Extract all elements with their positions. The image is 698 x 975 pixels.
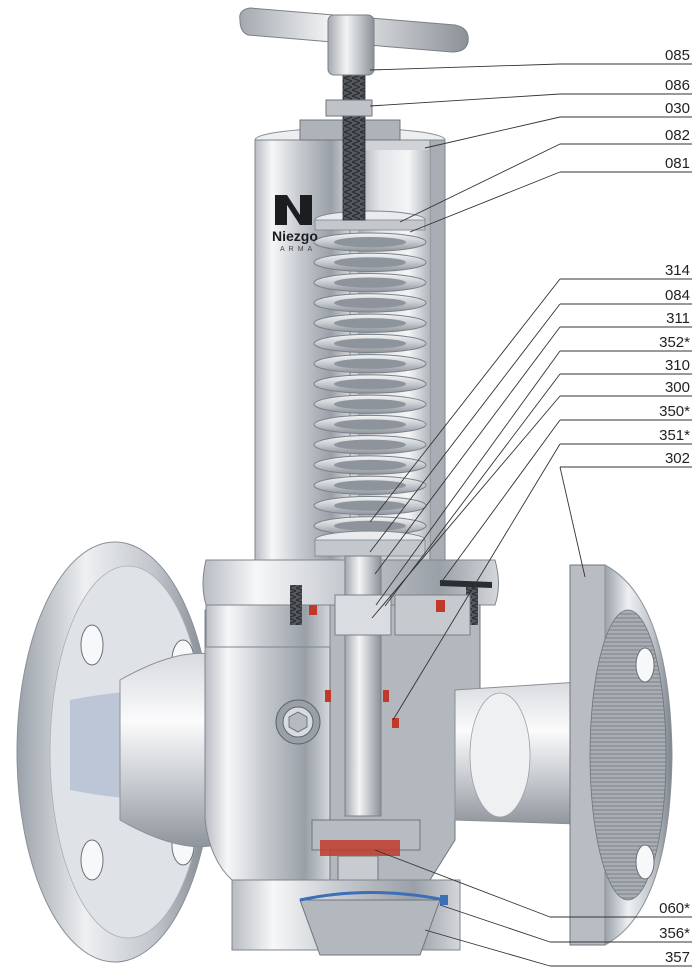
callout-bottom-gasket: 356* bbox=[439, 904, 692, 943]
guide-bushing bbox=[394, 594, 471, 636]
callout-label: 351* bbox=[659, 427, 690, 444]
callout-spring: 081 bbox=[409, 155, 692, 233]
hex-plug bbox=[275, 699, 321, 745]
callout-label: 085 bbox=[665, 47, 690, 64]
spring-coil-inner bbox=[334, 399, 406, 410]
locknut bbox=[325, 99, 373, 117]
callout-label: 352* bbox=[659, 334, 690, 351]
callout-lower-spring-plate: 314 bbox=[369, 262, 692, 523]
callout-label: 084 bbox=[665, 287, 690, 304]
callout-leader bbox=[424, 116, 561, 149]
outlet-bore bbox=[469, 692, 531, 818]
callout-disc: 060* bbox=[374, 849, 692, 918]
callout-leader bbox=[369, 93, 561, 107]
callout-bonnet: 030 bbox=[424, 100, 692, 149]
outlet-flange bbox=[569, 564, 673, 946]
upper-spring-plate-edge bbox=[314, 219, 426, 231]
callout-locknut: 086 bbox=[369, 77, 692, 107]
callout-label: 311 bbox=[666, 310, 690, 327]
callout-label: 082 bbox=[665, 127, 690, 144]
logo-subname: ARMA bbox=[280, 246, 317, 253]
callout-label: 300 bbox=[665, 379, 690, 396]
spring-coil-inner bbox=[334, 439, 406, 450]
spring-coil-inner bbox=[334, 257, 406, 268]
bottom-plug bbox=[231, 879, 461, 956]
callout-leader bbox=[374, 326, 561, 575]
spring-coil-inner bbox=[334, 358, 406, 369]
collar-thread-left bbox=[290, 585, 302, 625]
callout-handwheel-spindle: 085 bbox=[369, 47, 692, 71]
callout-label: 356* bbox=[659, 925, 690, 942]
callout-outlet-flange: 302 bbox=[559, 450, 692, 578]
callout-piston: 310 bbox=[384, 357, 692, 607]
piston bbox=[334, 594, 392, 636]
spring-coil-inner bbox=[334, 237, 406, 248]
callout-leader bbox=[409, 171, 561, 233]
callout-layer: 085 086 030 082 081 314 084 311 352* 310 300 350* 35… bbox=[369, 47, 692, 967]
callout-spindle-guide: 084 bbox=[369, 287, 692, 553]
spring-coil-inner bbox=[334, 297, 406, 309]
callout-label: 081 bbox=[665, 155, 690, 172]
logo bbox=[275, 195, 312, 225]
spring-coil-inner bbox=[334, 520, 406, 531]
spring-coil-inner bbox=[334, 500, 406, 511]
callout-leader bbox=[384, 373, 561, 607]
logo-text: Niezgo bbox=[272, 228, 318, 244]
callout-leader bbox=[439, 419, 561, 585]
callout-bottom-plug: 357 bbox=[424, 929, 692, 967]
callout-leader bbox=[374, 849, 551, 918]
callout-body-gasket: 350* bbox=[439, 403, 692, 585]
callout-label: 030 bbox=[665, 100, 690, 117]
callout-label: 086 bbox=[665, 77, 690, 94]
callout-spindle: 311 bbox=[374, 310, 692, 575]
callout-leader bbox=[369, 278, 561, 523]
callout-leader bbox=[424, 929, 551, 967]
threaded-spindle bbox=[342, 69, 366, 221]
spring-coil-inner bbox=[334, 318, 406, 329]
callout-leader bbox=[399, 143, 561, 223]
callout-leader bbox=[375, 350, 561, 606]
spring-coil-inner bbox=[334, 419, 406, 430]
callout-o-ring: 351* bbox=[392, 427, 692, 721]
callout-leader bbox=[559, 466, 586, 578]
callout-upper-spring-plate: 082 bbox=[399, 127, 692, 223]
spring-coil-inner bbox=[334, 338, 406, 349]
callout-label: 350* bbox=[659, 403, 690, 420]
spring bbox=[313, 232, 427, 536]
logo-subtext: ARMA bbox=[280, 246, 316, 253]
lower-spring-plate-edge bbox=[314, 539, 426, 557]
callout-leader bbox=[369, 303, 561, 553]
spring-coil-inner bbox=[334, 459, 406, 471]
callout-leader bbox=[439, 904, 551, 943]
callout-label: 310 bbox=[665, 357, 690, 374]
logo-name: Niezgo bbox=[272, 228, 318, 244]
spring-coil-inner bbox=[334, 277, 406, 288]
spring-coil-inner bbox=[334, 480, 406, 491]
callout-leader bbox=[369, 63, 561, 71]
t-handle bbox=[239, 7, 469, 76]
callout-leader bbox=[371, 395, 561, 619]
callout-leader bbox=[392, 443, 561, 721]
callout-guide-bushing: 300 bbox=[371, 379, 692, 619]
callout-label: 314 bbox=[665, 262, 690, 279]
callout-label: 060* bbox=[659, 900, 690, 917]
seals bbox=[309, 580, 492, 728]
callout-label: 357 bbox=[665, 949, 690, 966]
callout-label: 302 bbox=[665, 450, 690, 467]
callout-spindle-seal: 352* bbox=[375, 334, 692, 606]
spring-coil-inner bbox=[334, 378, 406, 390]
